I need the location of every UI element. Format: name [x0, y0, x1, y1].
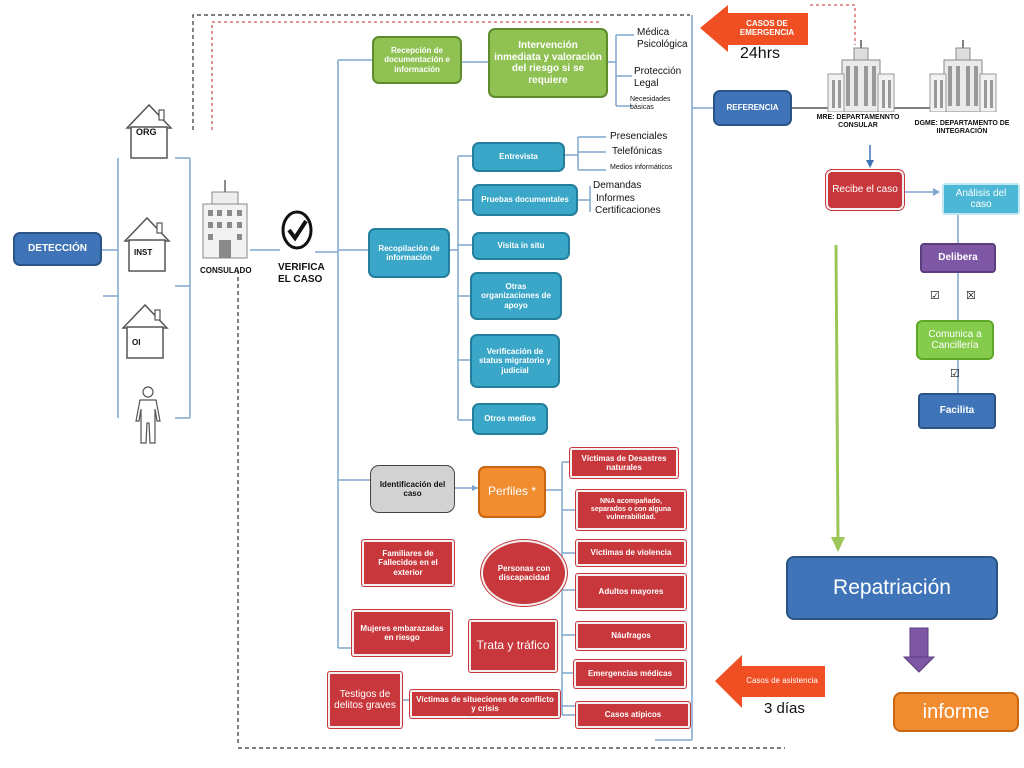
deteccion-node[interactable]: DETECCIÓN [13, 232, 102, 266]
emergency-time: 24hrs [740, 45, 781, 62]
assistance-time: 3 días [764, 700, 805, 717]
emergency-arrow-label: CASOS DE EMERGENCIA [739, 19, 795, 37]
informes-label: Informes [596, 193, 635, 204]
referencia-node[interactable]: REFERENCIA [713, 90, 792, 126]
dgme-label: DGME: DEPARTAMENTO DE IINTEGRACIÓN [914, 120, 1010, 136]
recopilacion-node[interactable]: Recopilación de información [368, 228, 450, 278]
consulado-label: CONSULADO [200, 266, 252, 275]
delibera-node[interactable]: Delibera [920, 243, 996, 273]
proteccion-label: Protección Legal [634, 66, 682, 89]
atipicos-node[interactable]: Casos atípicos [576, 702, 690, 728]
identificacion-node[interactable]: Identificación del caso [370, 465, 455, 513]
nna-node[interactable]: NNA acompañado, separados o con alguna v… [576, 490, 686, 530]
familiares-node[interactable]: Familiares de Fallecidos en el exterior [362, 540, 454, 586]
informe-node[interactable]: informe [893, 692, 1019, 732]
intervencion-node[interactable]: Intervención inmediata y valoración del … [488, 28, 608, 98]
naufragos-node[interactable]: Náufragos [576, 622, 686, 650]
check-circle-icon [281, 210, 313, 250]
consulate-building-icon [202, 180, 248, 259]
demandas-label: Demandas [593, 180, 642, 191]
recepcion-node[interactable]: Recepción de documentación e información [372, 36, 462, 84]
discapacidad-node[interactable]: Personas con discapacidad [481, 540, 567, 606]
medios-informaticos-label: Medios informáticos [610, 164, 673, 171]
comunica-node[interactable]: Comunica a Cancillería [916, 320, 994, 360]
adultos-node[interactable]: Adultos mayores [576, 574, 686, 610]
pruebas-node[interactable]: Pruebas documentales [472, 184, 578, 216]
assistance-arrow-label: Casos de asistencia [746, 675, 818, 685]
check-icon: ☑ [950, 368, 960, 380]
necesidades-label: Necesidades básicas [630, 96, 671, 112]
verifica-label: VERIFICA EL CASO [278, 262, 325, 285]
perfiles-node[interactable]: Perfiles * [478, 466, 546, 518]
repatriacion-node[interactable]: Repatriación [786, 556, 998, 620]
emergencias-node[interactable]: Emergencias médicas [574, 660, 686, 688]
presenciales-label: Presenciales [610, 131, 668, 142]
oi-label: OI [132, 338, 141, 347]
house-icon [125, 103, 173, 159]
desastres-node[interactable]: Víctimas de Desastres naturales [570, 448, 678, 478]
certificaciones-label: Certificaciones [595, 205, 661, 216]
facilita-node[interactable]: Facilita [918, 393, 996, 429]
recibe-node[interactable]: Recibe el caso [826, 170, 904, 210]
mre-label: MRE: DEPARTAMENNTO CONSULAR [816, 114, 900, 130]
house-icon [121, 303, 169, 359]
telefonicas-label: Telefónicas [612, 146, 663, 157]
person-icon [135, 386, 161, 444]
cross-icon: ☒ [966, 290, 976, 302]
building-icon [929, 40, 997, 112]
testigos-node[interactable]: Testigos de delitos graves [328, 672, 402, 728]
violencia-node[interactable]: Víctimas de violencia [576, 540, 686, 566]
check-icon: ☑ [930, 290, 940, 302]
house-icon [123, 216, 171, 272]
conflicto-node[interactable]: Víctimas de situeciones de conflicto y c… [410, 690, 560, 718]
inst-label: INST [134, 248, 153, 257]
otros-medios-node[interactable]: Otros medios [472, 403, 548, 435]
building-icon [827, 40, 895, 112]
org-label: ORG [136, 127, 157, 137]
otras-org-node[interactable]: Otras organizaciones de apoyo [470, 272, 562, 320]
analisis-node[interactable]: Análisis del caso [942, 183, 1020, 215]
visita-node[interactable]: Visita in situ [472, 232, 570, 260]
verificacion-node[interactable]: Verificación de status migratorio y judi… [470, 334, 560, 388]
mujeres-node[interactable]: Mujeres embarazadas en riesgo [352, 610, 452, 656]
trata-node[interactable]: Trata y tráfico [469, 620, 557, 672]
entrevista-node[interactable]: Entrevista [472, 142, 565, 172]
medica-label: Médica Psicológica [637, 27, 688, 50]
